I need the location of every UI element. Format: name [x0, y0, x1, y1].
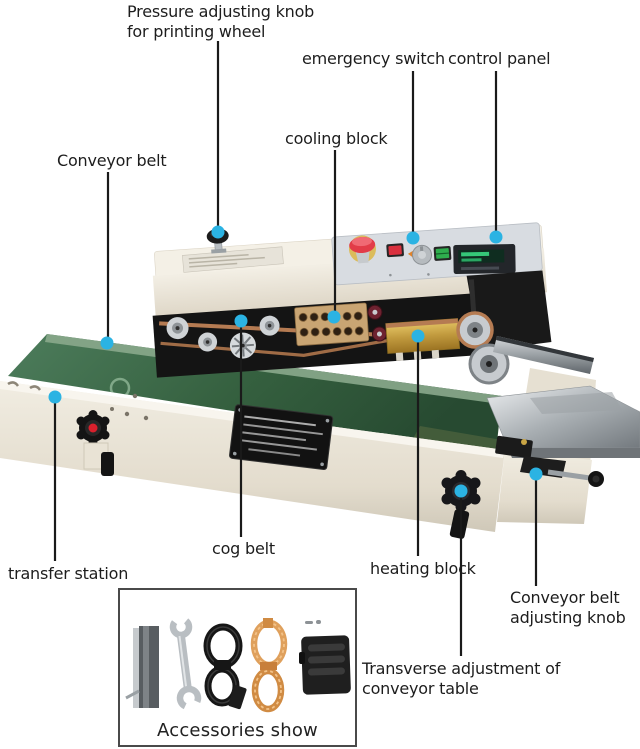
top-sticker — [182, 246, 284, 273]
accessory-power-cord — [203, 623, 247, 710]
drive-pulleys — [456, 311, 510, 385]
left-clamp-knob — [76, 410, 110, 446]
accessories-panel: Accessories show — [118, 588, 357, 747]
accessories-caption: Accessories show — [157, 720, 318, 741]
callout-label-control-panel: control panel — [448, 49, 551, 68]
name-plate — [229, 404, 334, 471]
accessory-foot-switch — [299, 620, 351, 695]
discharge-table — [486, 385, 640, 459]
callout-dot-pressure-knob — [211, 225, 225, 239]
right-foot — [449, 509, 470, 539]
callout-label-transfer-station: transfer station — [8, 564, 129, 583]
speed-knob-icon — [407, 244, 433, 265]
callout-label-heating-block: heating block — [370, 559, 476, 578]
accessory-mounting-bracket — [125, 626, 159, 708]
callout-label-conveyor-belt: Conveyor belt — [57, 151, 167, 170]
accessory-sealing-belt-coil — [250, 618, 288, 713]
accessories-items — [125, 615, 351, 713]
callout-label-cog-belt: cog belt — [212, 539, 275, 558]
control-panel — [331, 222, 543, 286]
callout-label-conveyor-belt-adjusting-knob: Conveyor belt adjusting knob — [510, 588, 626, 627]
callout-dot-conveyor-belt — [100, 336, 114, 350]
callout-label-pressure-adjusting-knob: Pressure adjusting knob for printing whe… — [127, 2, 315, 41]
callout-dot-cog-belt — [234, 314, 248, 328]
gear-icon — [198, 332, 218, 352]
callout-label-emergency-switch: emergency switch — [302, 49, 445, 68]
callout-dot-cooling-block — [327, 310, 341, 324]
temperature-display — [453, 244, 516, 275]
gear-icon — [166, 317, 189, 340]
emergency-stop-button-icon — [348, 235, 376, 264]
callout-dot-transfer-station — [48, 390, 62, 404]
gear-icon — [259, 315, 280, 336]
sealer-head — [152, 222, 552, 378]
callout-dot-control-panel — [489, 230, 503, 244]
callout-label-cooling-block: cooling block — [285, 129, 388, 148]
drive-mechanism — [152, 289, 532, 378]
left-foot — [101, 452, 114, 476]
cooling-block — [294, 302, 370, 347]
transfer-hook-icon — [7, 381, 20, 387]
callout-dot-transverse-adjustment — [454, 484, 468, 498]
power-rocker-switch-icon — [386, 243, 404, 258]
callout-dot-belt-adjusting-knob — [529, 467, 543, 481]
callout-lines — [53, 41, 538, 656]
callout-dot-heating-block — [411, 329, 425, 343]
accessory-wrench-icon — [169, 615, 202, 711]
transfer-hook-icon — [29, 385, 42, 391]
heater-rocker-switch-icon — [433, 245, 452, 261]
gear-icon — [229, 332, 256, 359]
callout-label-transverse-adjustment: Transverse adjustment of conveyor table — [362, 659, 561, 698]
callout-dot-emergency-switch — [406, 231, 420, 245]
callout-dots — [48, 225, 543, 498]
guide-bar — [493, 336, 594, 374]
